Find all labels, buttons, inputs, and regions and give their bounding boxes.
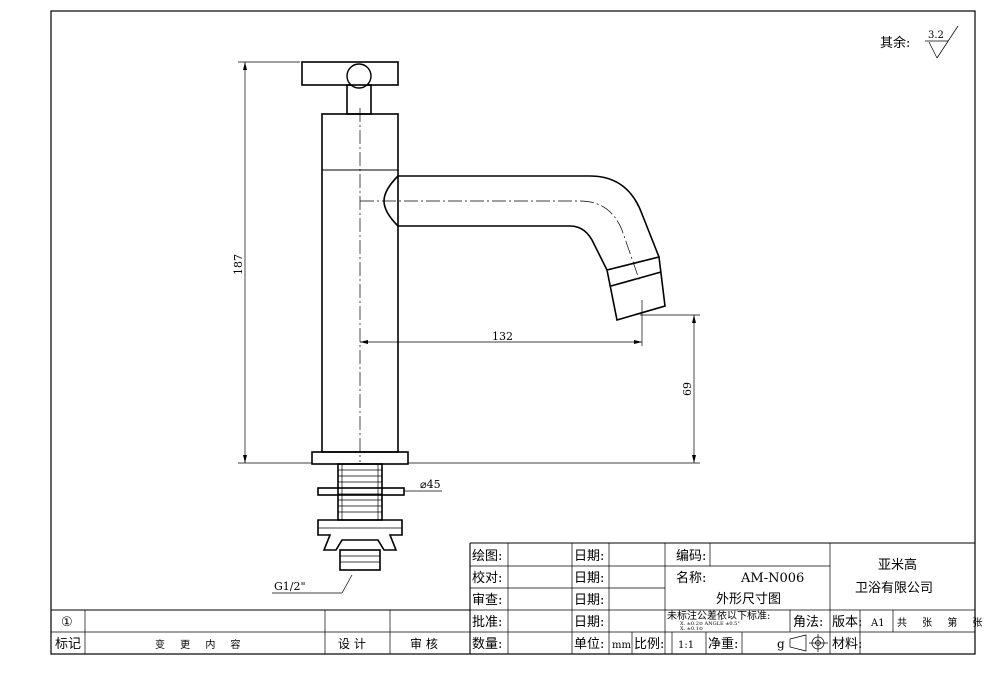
- scale-value: 1:1: [678, 640, 694, 651]
- date-label-2: 日期:: [574, 571, 604, 586]
- revision-block: ① 标记 变 更 内 容 设 计 审 核: [55, 615, 438, 652]
- dimension-diameter-value: ⌀45: [420, 478, 441, 491]
- projection-symbol: [789, 634, 828, 652]
- reviewed-by-label: 审查:: [472, 593, 502, 608]
- date-label-1: 日期:: [574, 549, 604, 564]
- part-number: AM-N006: [740, 571, 804, 586]
- tolerance-line-2: X. ±0.1⊙: [680, 626, 703, 632]
- dimension-reach-value: 132: [492, 330, 513, 343]
- surface-finish-value: 3.2: [928, 30, 944, 41]
- lock-nut: [317, 519, 403, 551]
- version-value: A1: [870, 618, 885, 629]
- audit-header: 审 核: [410, 636, 438, 651]
- quantity-label: 数量:: [472, 637, 502, 652]
- unit-value: mm: [612, 640, 631, 651]
- drawn-by-label: 绘图:: [472, 549, 502, 564]
- dimension-diameter: ⌀45: [404, 478, 442, 492]
- tolerance-line-1: X. ±0.2⊙ ANGLE ±0.5°: [680, 621, 740, 627]
- weight-label: 净重:: [708, 636, 738, 652]
- weight-unit: g: [777, 637, 785, 651]
- faucet-drawing: [301, 61, 666, 571]
- approved-by-label: 批准:: [472, 615, 502, 630]
- material-label: 材料:: [832, 637, 862, 652]
- version-label: 版本:: [832, 615, 862, 630]
- unit-label: 单位:: [574, 637, 604, 652]
- title-block: 绘图: 校对: 审查: 批准: 数量: 日期: 日期: 日期: 日期: 单位: …: [51, 542, 989, 654]
- washer: [317, 487, 405, 496]
- base-flange: [311, 451, 409, 465]
- company-name-line-2: 卫浴有限公司: [855, 581, 933, 596]
- checked-by-label: 校对:: [472, 570, 502, 586]
- date-label-4: 日期:: [574, 615, 604, 630]
- tolerance-note: 未标注公差依以下标准:: [667, 609, 770, 622]
- mark-header: 标记: [55, 637, 81, 652]
- surface-finish-label: 其余:: [880, 35, 910, 51]
- spout: [383, 175, 666, 322]
- surface-finish-symbol: 其余: 3.2: [880, 25, 959, 59]
- drawing-title: 外形尺寸图: [716, 592, 781, 607]
- dimension-thread: G1/2": [272, 574, 353, 594]
- company-name-line-1: 亚米高: [878, 557, 917, 573]
- name-label: 名称:: [676, 570, 706, 586]
- dimension-spout-height: 69: [408, 314, 700, 464]
- date-label-3: 日期:: [574, 593, 604, 608]
- threaded-shank: [337, 463, 383, 521]
- dimension-height-value: 187: [232, 254, 245, 275]
- sheet-count: 共 张 第 张: [897, 616, 989, 629]
- dimension-spout-height-value: 69: [681, 382, 694, 396]
- dimension-reach: 132: [360, 300, 643, 346]
- scale-label: 比例:: [634, 637, 664, 652]
- dimension-height: 187: [232, 61, 312, 464]
- stem-neck: [346, 84, 372, 115]
- design-header: 设 计: [338, 637, 366, 651]
- handle-knob: [346, 63, 372, 89]
- revision-marker: ①: [61, 615, 73, 630]
- projection-label: 角法:: [793, 615, 823, 630]
- change-content-header: 变 更 内 容: [155, 638, 247, 651]
- dimension-thread-value: G1/2": [274, 580, 306, 593]
- aerator: [606, 256, 666, 322]
- code-label: 编码:: [676, 549, 706, 564]
- lower-thread: [339, 549, 381, 571]
- sheet-border: [50, 10, 976, 655]
